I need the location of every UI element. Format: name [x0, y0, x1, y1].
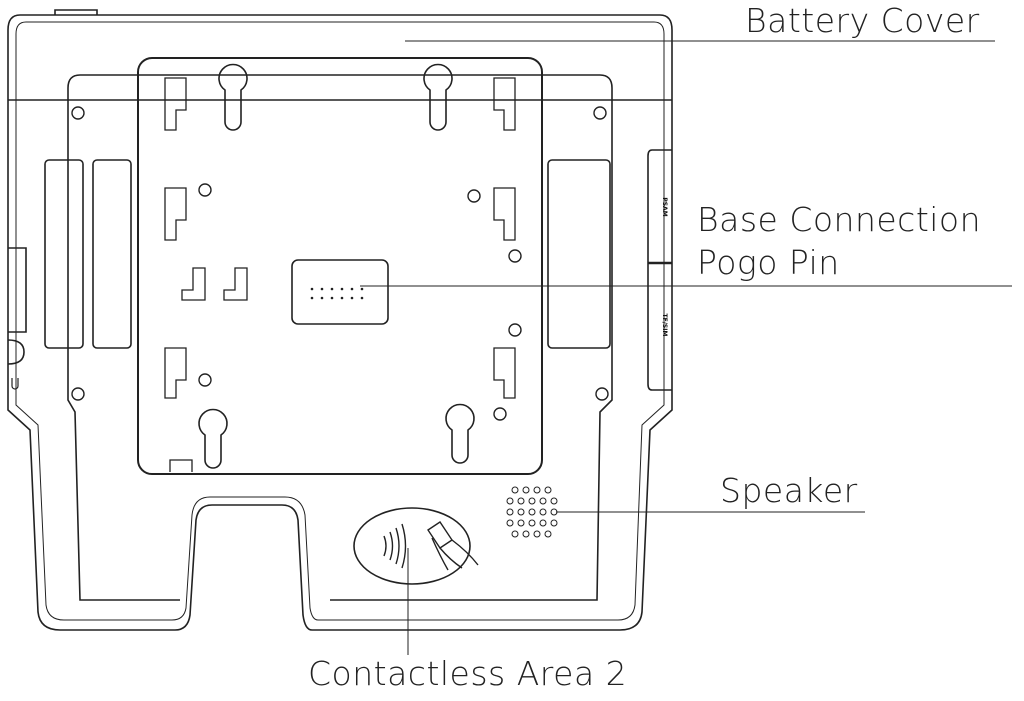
top-button — [54, 9, 98, 15]
right-vent — [547, 159, 611, 349]
audio-icon — [11, 378, 19, 390]
psam-slot-label: PSAM — [661, 197, 668, 216]
mounting-plate — [137, 57, 543, 475]
usb-port — [8, 247, 27, 333]
pogo-pins — [310, 287, 364, 300]
screws — [71, 106, 609, 421]
lanyard-hole — [7, 339, 25, 365]
device-inner-outline — [15, 21, 665, 621]
left-vent-2 — [92, 159, 132, 349]
rear-frame — [67, 74, 613, 601]
hook-slots — [164, 77, 516, 472]
pogo-pin-connector — [291, 259, 389, 325]
base-connection-label: Base Connection — [697, 200, 982, 239]
left-vent-1 — [44, 159, 84, 349]
device-body-outline — [7, 14, 673, 631]
speaker-label: Speaker — [720, 471, 858, 510]
leader-lines — [360, 40, 1012, 655]
contactless-area — [353, 507, 471, 585]
contactless-label: Contactless Area 2 — [308, 654, 628, 693]
battery-cover-label: Battery Cover — [745, 1, 980, 40]
speaker-grille — [506, 486, 558, 538]
side-slot-cover — [647, 149, 672, 391]
tf-sim-slot-label: TF/SIM — [661, 314, 668, 337]
contactless-icon — [383, 521, 479, 571]
pogo-pin-label: Pogo Pin — [697, 243, 840, 282]
keyhole-slots — [198, 63, 475, 469]
